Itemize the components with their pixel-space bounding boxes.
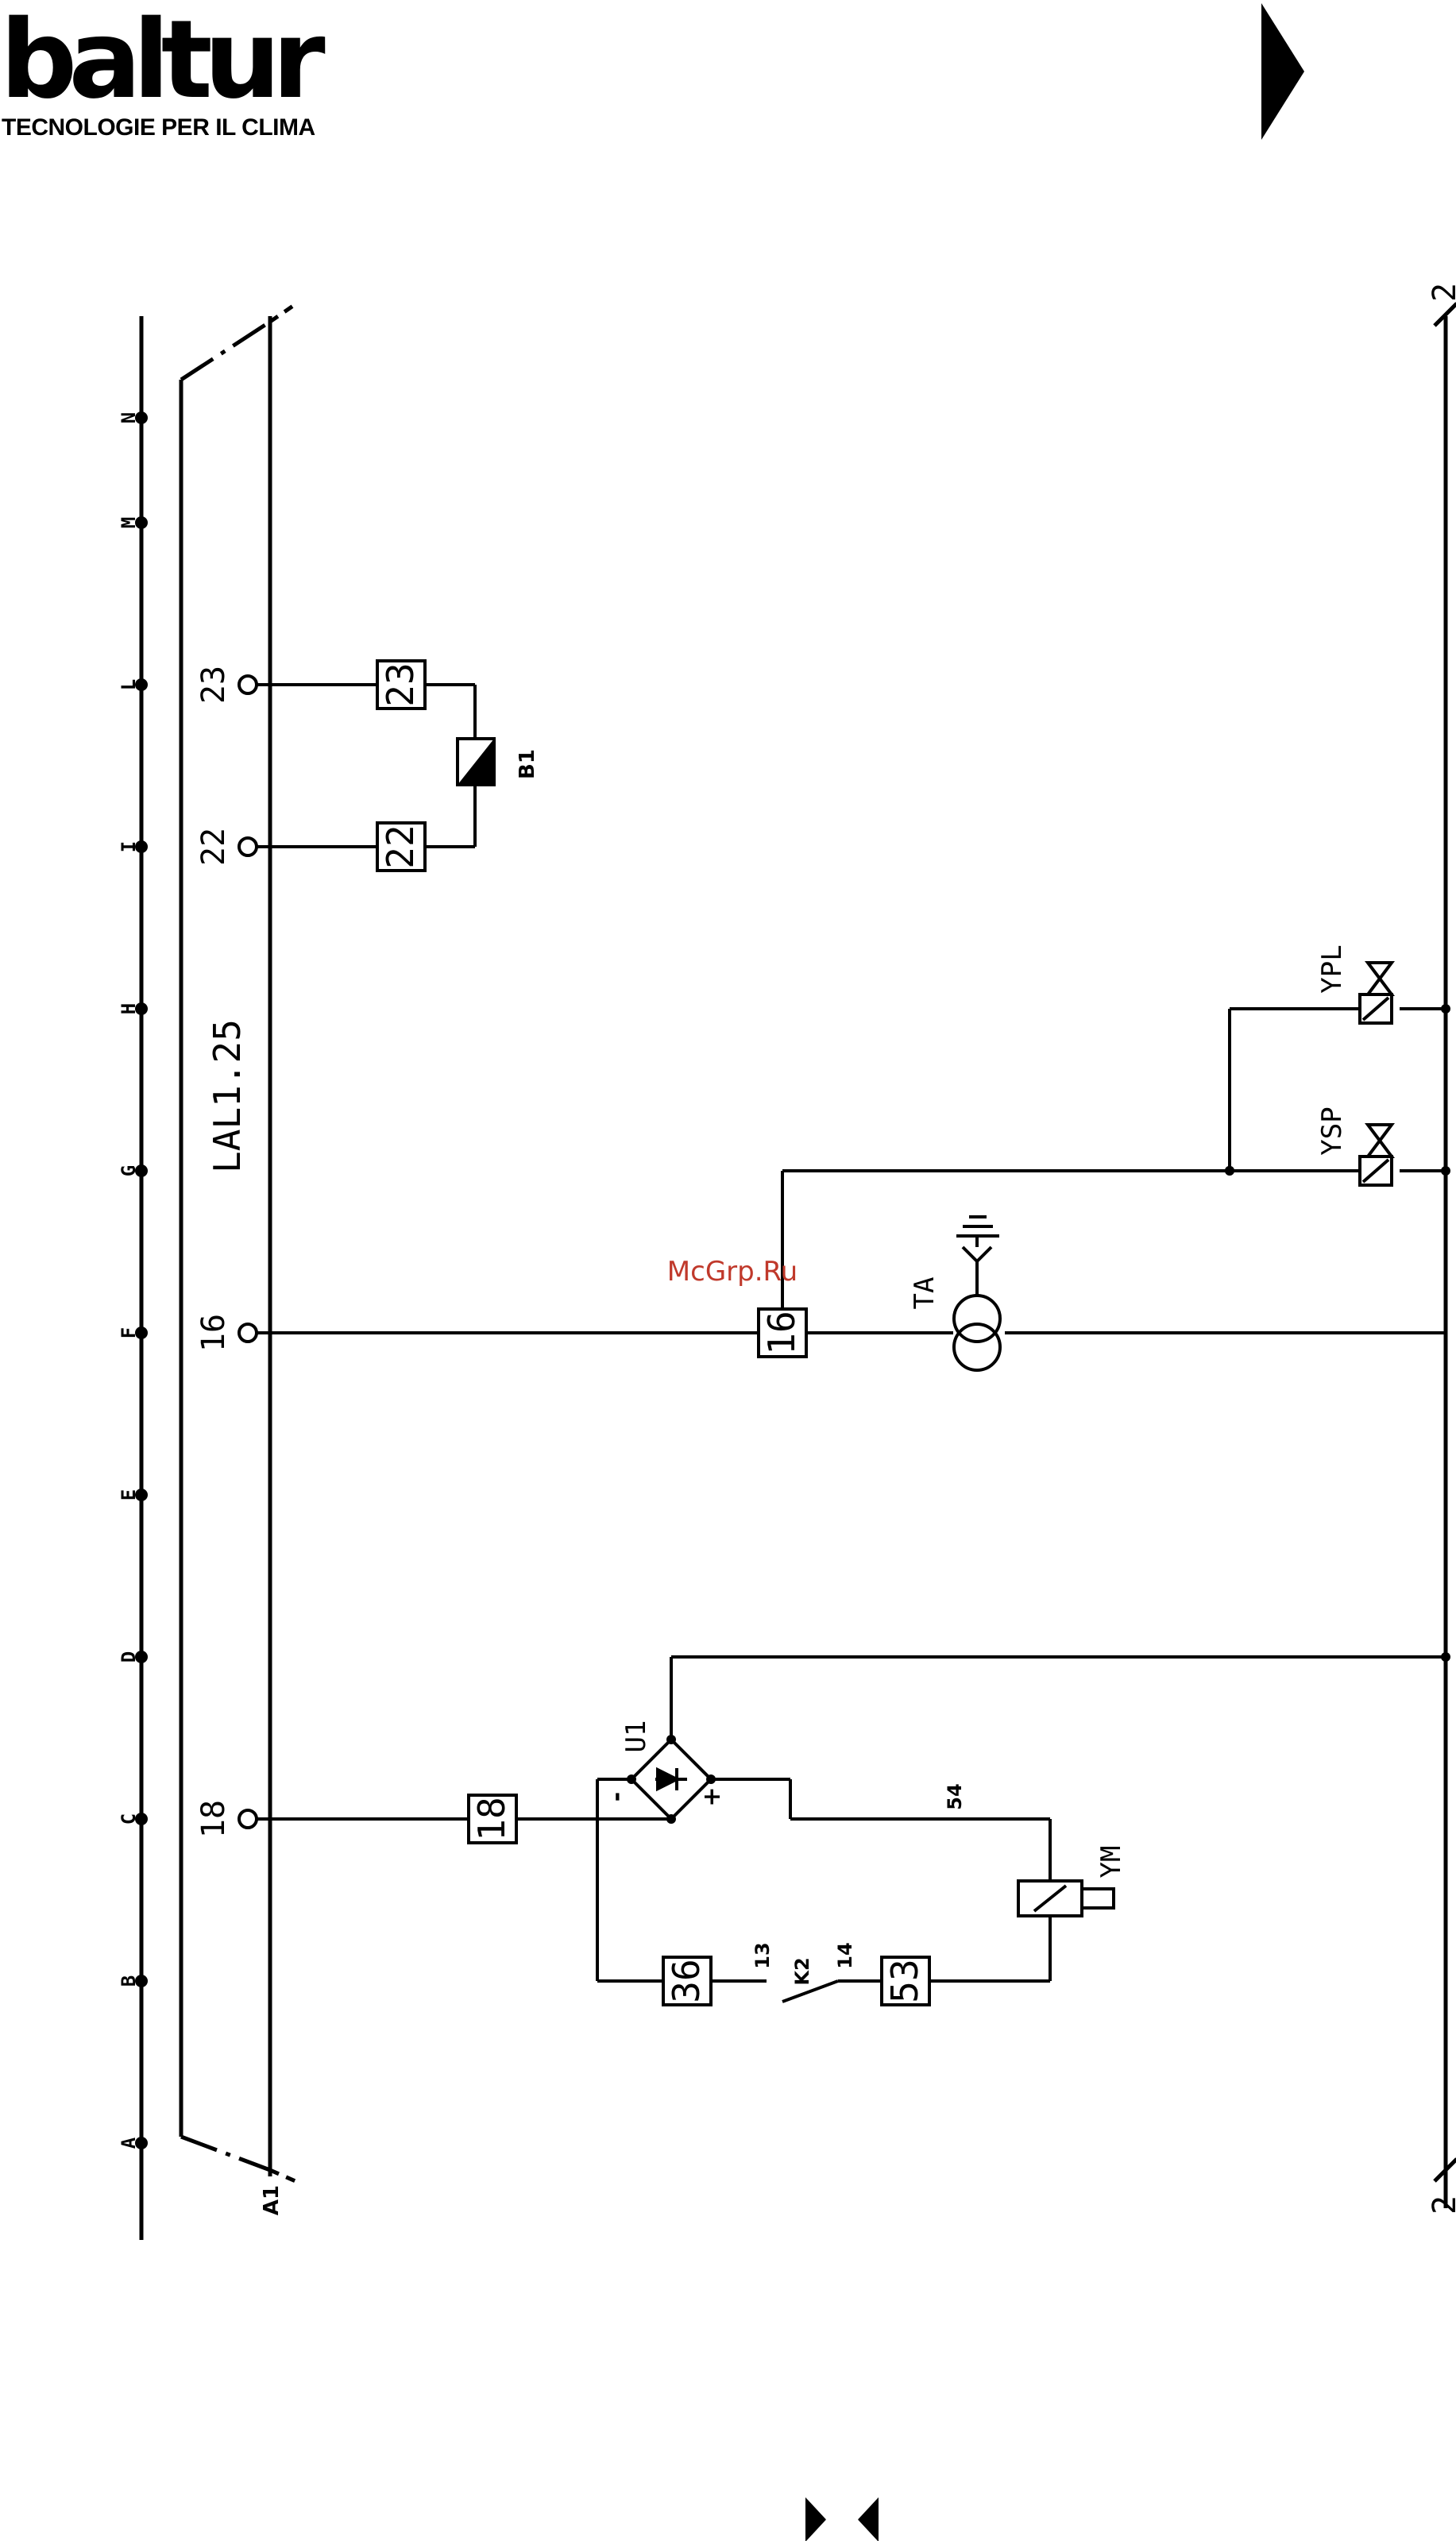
sheet-ref-top: 2 [1427,283,1456,302]
column-label: H [118,1003,140,1014]
column-marker: M [118,516,148,529]
controller-ref: A1 [260,2185,284,2215]
junction-dot [1441,1166,1450,1176]
column-label: N [118,412,140,423]
column-label: D [118,1651,140,1662]
valve-ysp-label: YSP [1316,1106,1348,1155]
column-marker: E [118,1489,148,1501]
column-marker: C [118,1813,148,1825]
pin-23-label: 23 [195,666,232,704]
junction-dot [706,1774,716,1784]
terminal-16-label: 16 [760,1311,803,1354]
column-label: I [118,841,140,852]
sheet-ref-bottom: 2 [1427,2195,1456,2215]
column-label: A [118,2137,140,2149]
column-marker: G [118,1164,148,1177]
terminal-18-label: 18 [470,1797,513,1840]
column-label: C [118,1813,140,1825]
rectifier-minus: - [603,1792,631,1801]
prev-arrow-icon[interactable] [805,2497,826,2541]
rectifier-plus: + [698,1786,726,1806]
column-marker: L [118,678,148,691]
controller-model: LAL1.25 [206,1019,249,1173]
pressure-switch-label: B1 [516,749,539,779]
column-marker: A [118,2137,148,2149]
junction-dot [666,1735,676,1744]
column-label: F [118,1327,140,1338]
column-marker: D [118,1651,148,1663]
terminal-36-label: 36 [665,1959,708,2002]
column-label: E [118,1489,140,1500]
column-marker: N [118,411,148,424]
relay-contact-label: K2 [791,1957,813,1985]
column-label: L [118,679,140,690]
valve-ypl-label: YPL [1316,944,1348,993]
motor-coil-label: YM [1095,1846,1127,1879]
pin-18-label: 18 [195,1800,232,1838]
column-label: M [118,517,140,528]
wire-54-label: 54 [944,1783,966,1809]
junction-dot [627,1774,636,1784]
terminal-23-label: 23 [379,662,422,706]
column-marker: I [118,840,148,853]
terminal-22-label: 22 [379,824,422,868]
pressure-switch-circuit [239,661,494,871]
column-marker: B [118,1975,148,1987]
terminal-53-label: 53 [883,1959,926,2002]
junction-dot [1225,1166,1234,1176]
wire-13-label: 13 [751,1942,774,1968]
page-nav-icons [805,2497,879,2541]
column-marker: H [118,1002,148,1015]
junction-dot [1441,1004,1450,1014]
pin-16-label: 16 [195,1314,232,1352]
watermark: McGrp.Ru [667,1256,798,1288]
column-label: G [118,1165,140,1176]
column-marker: F [118,1326,148,1339]
next-arrow-icon[interactable] [858,2497,879,2541]
pin-22-label: 22 [195,828,232,866]
column-label: B [118,1975,140,1987]
rectifier-label: U1 [620,1720,652,1753]
wire-14-label: 14 [834,1942,856,1968]
next-page-arrow-icon[interactable] [1261,3,1304,140]
ignition-circuit [239,963,1446,1370]
junction-dot [666,1814,676,1824]
transformer-label: TA [909,1277,940,1310]
